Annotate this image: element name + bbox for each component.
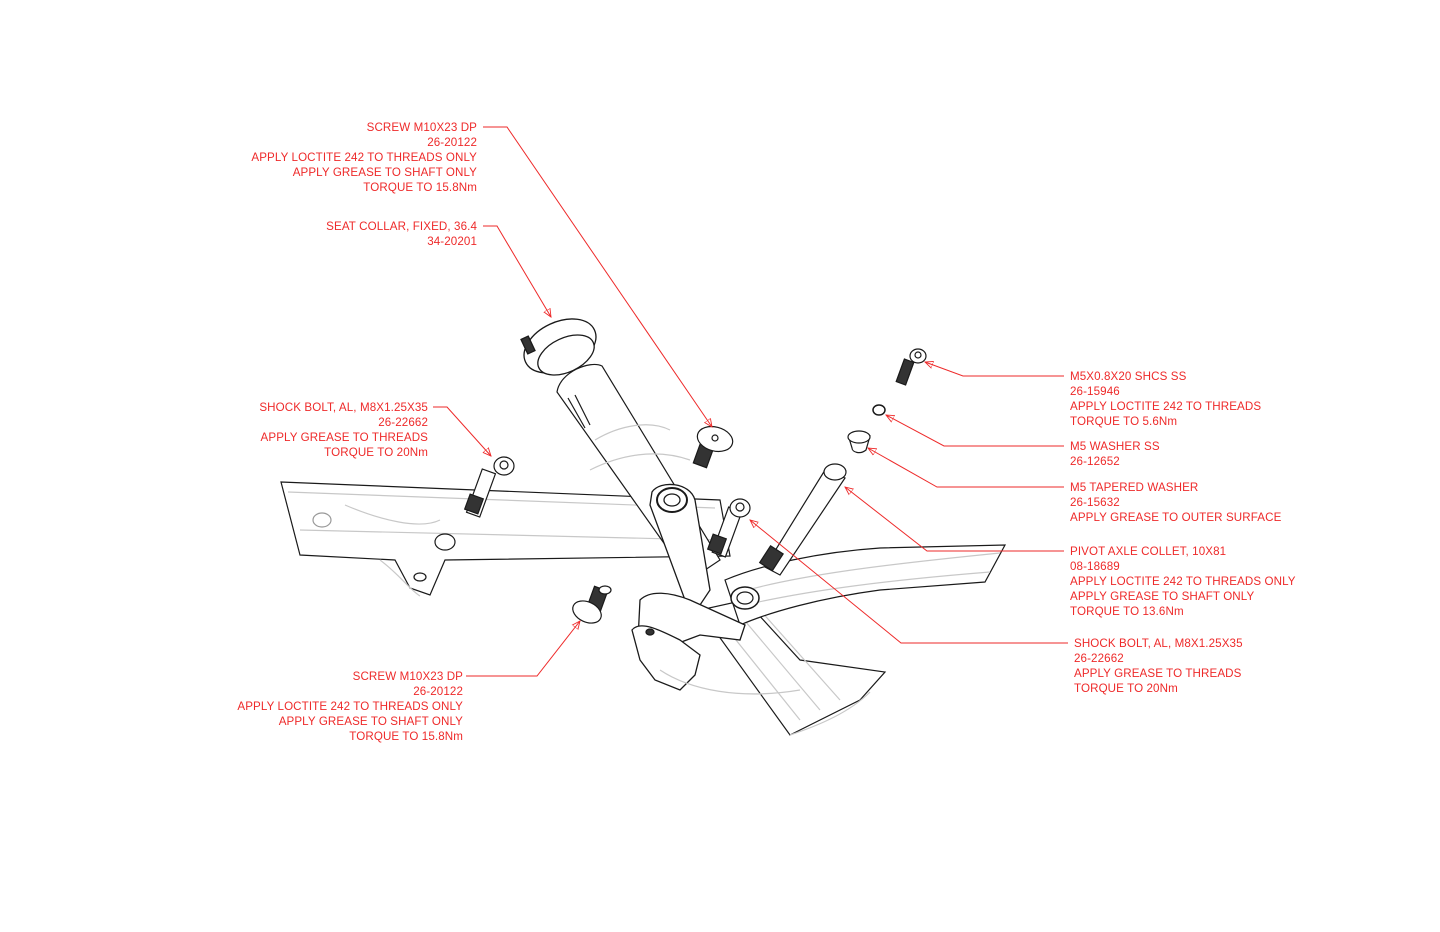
callout-line: APPLY LOCTITE 242 TO THREADS ONLY (1070, 575, 1296, 588)
callout-line: SHOCK BOLT, AL, M8X1.25X35 (259, 401, 428, 414)
leader-m5-washer (886, 415, 1064, 447)
leader-seat-collar (483, 225, 551, 317)
callout-line: 26-20122 (413, 685, 463, 698)
leader-pivot-axle (845, 487, 1064, 552)
rocker-link (631, 483, 801, 695)
leader-shock-bolt-left (433, 406, 491, 456)
callout-line: APPLY LOCTITE 242 TO THREADS ONLY (251, 151, 477, 164)
shock-bolt-right-part (706, 498, 751, 558)
callout-line: APPLY GREASE TO THREADS (260, 431, 428, 444)
callout-line: APPLY GREASE TO SHAFT ONLY (278, 715, 463, 728)
callout-line: 26-15632 (1070, 496, 1120, 509)
callout-shock-bolt-right: SHOCK BOLT, AL, M8X1.25X35 26-22662 APPL… (1074, 636, 1243, 696)
callout-screw-m10x23-bottom: SCREW M10X23 DP 26-20122 APPLY LOCTITE 2… (237, 669, 463, 744)
callout-shock-bolt-left: SHOCK BOLT, AL, M8X1.25X35 26-22662 APPL… (259, 400, 428, 460)
m5-tapered-washer-part (847, 430, 871, 454)
callout-m5-washer: M5 WASHER SS 26-12652 (1070, 439, 1160, 469)
callout-line: APPLY GREASE TO THREADS (1074, 667, 1242, 680)
callout-line: 34-20201 (427, 235, 477, 248)
callout-line: M5 WASHER SS (1070, 440, 1160, 453)
callout-line: 08-18689 (1070, 560, 1120, 573)
m5-washer-part (872, 404, 886, 416)
callout-line: APPLY GREASE TO SHAFT ONLY (1070, 590, 1255, 603)
shock-bolt-left-part (463, 456, 515, 518)
callout-pivot-axle-collet: PIVOT AXLE COLLET, 10X81 08-18689 APPLY … (1070, 544, 1296, 619)
top-tube (280, 481, 731, 597)
callout-line: APPLY GREASE TO OUTER SURFACE (1070, 511, 1282, 524)
callout-screw-m10x23-top: SCREW M10X23 DP 26-20122 APPLY LOCTITE 2… (251, 120, 477, 195)
callout-line: SCREW M10X23 DP (352, 670, 463, 683)
leader-screw-bottom (466, 621, 580, 677)
leader-lines (433, 126, 1068, 677)
callout-line: 26-12652 (1070, 455, 1120, 468)
callout-line: SEAT COLLAR, FIXED, 36.4 (326, 220, 477, 233)
screw-m10x23-top-part (692, 425, 734, 469)
callout-seat-collar: SEAT COLLAR, FIXED, 36.4 34-20201 (326, 219, 477, 249)
callout-line: TORQUE TO 15.8Nm (363, 181, 477, 194)
callout-line: TORQUE TO 15.8Nm (349, 730, 463, 743)
callout-m5-tapered-washer: M5 TAPERED WASHER 26-15632 APPLY GREASE … (1070, 480, 1281, 525)
callout-line: SHOCK BOLT, AL, M8X1.25X35 (1074, 637, 1243, 650)
seat-collar-part (520, 318, 597, 376)
callout-line: M5X0.8X20 SHCS SS (1070, 370, 1187, 383)
callout-line: 26-22662 (378, 416, 428, 429)
callout-line: TORQUE TO 13.6Nm (1070, 605, 1184, 618)
leader-shock-bolt-right (750, 520, 1068, 644)
callout-line: APPLY LOCTITE 242 TO THREADS (1070, 400, 1262, 413)
leader-screw-top (483, 126, 712, 427)
callout-line: 26-20122 (427, 136, 477, 149)
callout-line: TORQUE TO 20Nm (324, 446, 428, 459)
leader-tapered-washer (868, 448, 1064, 488)
callout-line: SCREW M10X23 DP (366, 121, 477, 134)
callout-line: TORQUE TO 5.6Nm (1070, 415, 1178, 428)
callout-line: 26-15946 (1070, 385, 1120, 398)
m5-shcs-part (895, 348, 927, 386)
callout-m5-shcs: M5X0.8X20 SHCS SS 26-15946 APPLY LOCTITE… (1070, 369, 1261, 429)
screw-m10x23-bottom-part (572, 585, 612, 624)
callout-line: APPLY LOCTITE 242 TO THREADS ONLY (237, 700, 463, 713)
callout-line: APPLY GREASE TO SHAFT ONLY (292, 166, 477, 179)
callout-line: 26-22662 (1074, 652, 1124, 665)
callout-line: M5 TAPERED WASHER (1070, 481, 1199, 494)
leader-m5-shcs (925, 362, 1064, 377)
callout-line: TORQUE TO 20Nm (1074, 682, 1178, 695)
callout-line: PIVOT AXLE COLLET, 10X81 (1070, 545, 1227, 558)
